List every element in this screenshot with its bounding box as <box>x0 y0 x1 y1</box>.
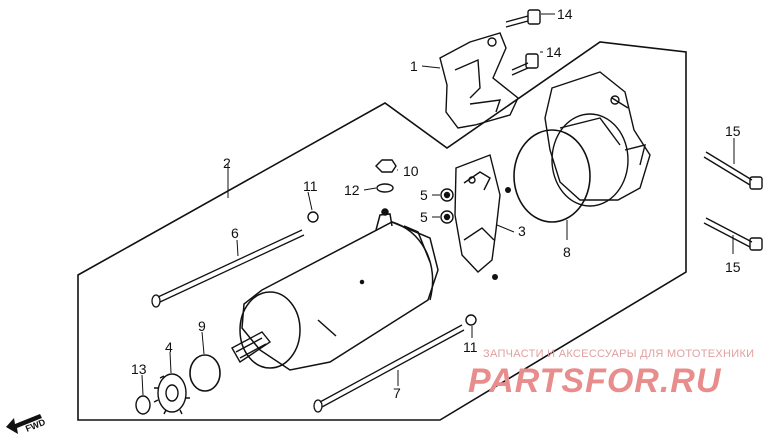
brush-upper <box>440 188 454 202</box>
brush-holder <box>454 154 501 273</box>
callout-11-upper: 11 <box>303 178 318 194</box>
callout-5-upper: 5 <box>420 187 428 203</box>
callout-11-lower: 11 <box>463 339 478 355</box>
terminal-washer <box>376 183 394 193</box>
callout-labels: 14 14 1 2 10 12 11 5 5 3 8 6 9 4 13 11 7… <box>131 6 741 401</box>
callout-15-upper: 15 <box>725 123 741 139</box>
o-ring-large <box>513 129 591 223</box>
watermark: ЗАПЧАСТИ И АКСЕССУАРЫ ДЛЯ МОТОТЕХНИКИ PA… <box>468 348 754 400</box>
pinion-gear <box>153 373 190 415</box>
callout-14-upper: 14 <box>557 6 573 22</box>
through-bolt-lower <box>313 324 465 413</box>
leader-lines <box>141 13 735 396</box>
mounting-bracket <box>439 32 519 129</box>
callout-12: 12 <box>344 182 360 198</box>
callout-3: 3 <box>518 223 526 239</box>
callout-4: 4 <box>165 339 173 355</box>
callout-10: 10 <box>403 163 419 179</box>
callout-6: 6 <box>231 225 239 241</box>
fwd-arrow: FWD <box>6 414 47 434</box>
callout-15-lower: 15 <box>725 259 741 275</box>
snap-ring <box>135 395 151 415</box>
housing-bolt-upper <box>703 151 763 190</box>
watermark-tagline: ЗАПЧАСТИ И АКСЕССУАРЫ ДЛЯ МОТОТЕХНИКИ <box>483 348 754 360</box>
callout-1: 1 <box>410 58 418 74</box>
callout-5-lower: 5 <box>420 209 428 225</box>
callout-9: 9 <box>198 318 206 334</box>
nut-upper <box>307 211 319 223</box>
o-ring-small <box>189 354 221 392</box>
bolt-upper <box>505 9 541 28</box>
brush-lower <box>440 210 454 224</box>
bolt-lower <box>511 53 539 76</box>
watermark-logo: PARTSFOR.RU <box>468 362 722 400</box>
callout-14-lower: 14 <box>546 44 562 60</box>
callout-7: 7 <box>393 385 401 401</box>
armature-shaft <box>231 331 272 363</box>
terminal-nut <box>375 159 397 173</box>
screw-small-upper <box>505 187 511 193</box>
callout-2: 2 <box>223 155 231 171</box>
housing-bolt-lower <box>703 217 763 251</box>
through-bolt-upper <box>151 229 305 308</box>
callout-13: 13 <box>131 361 147 377</box>
screw-small-lower <box>492 274 498 280</box>
gear-cover-housing <box>544 71 651 207</box>
nut-lower <box>465 314 477 326</box>
starter-motor-body <box>239 208 439 371</box>
callout-8: 8 <box>563 244 571 260</box>
assembly-group-outline <box>77 41 687 421</box>
